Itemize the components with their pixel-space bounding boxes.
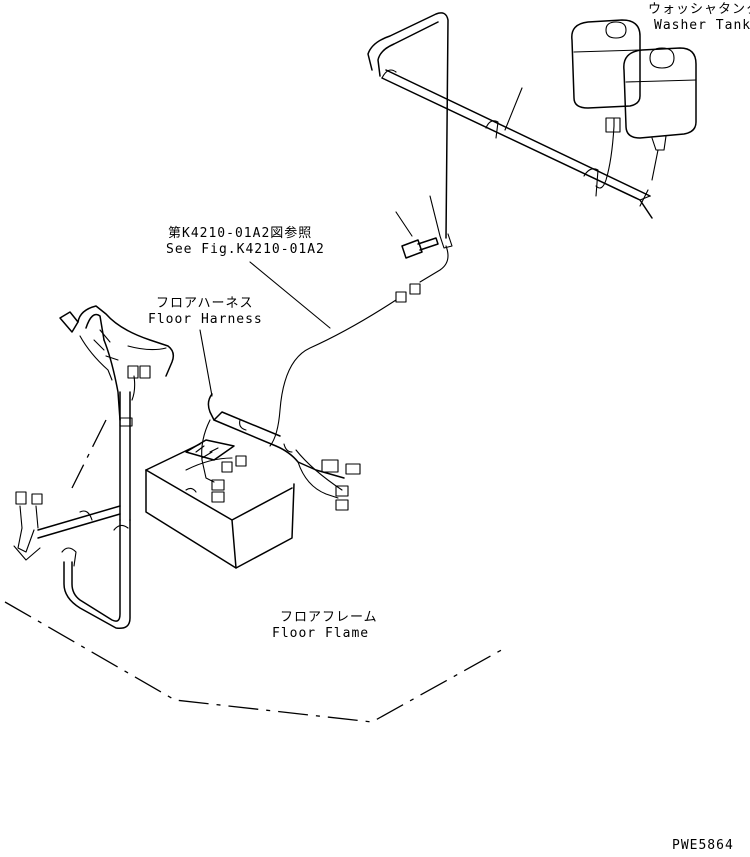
tank-lead-wire [595,117,615,189]
floor-harness-connectors [211,455,361,511]
drawing-code: PWE5864 [672,838,734,853]
reference-chain-line [71,419,107,489]
washer-tank-label-en: Washer Tank [654,18,750,33]
floor-harness-label-ja: フロアハーネス [156,296,254,311]
washer-tank-rear [571,19,641,109]
left-vertical-harness [61,375,136,630]
harness-clip [439,233,453,249]
main-harness-wire [269,299,397,447]
upper-harness-wire [419,245,449,283]
upper-connectors [395,283,421,303]
washer-tank-label-ja: ウォッシャタンク [648,2,750,17]
washer-hose [367,12,653,239]
mounting-bolt [401,237,439,259]
floor-frame-label-en: Floor Flame [272,626,370,641]
floor-box [145,443,295,569]
front-console [59,305,175,421]
see-fig-leader [249,261,331,329]
relay-block [185,439,235,461]
hose-leader [504,87,523,131]
floor-harness [185,393,345,499]
see-fig-label-en: See Fig.K4210-01A2 [166,242,325,257]
bolt-leader [395,211,413,237]
see-fig-label-ja: 第K4210-01A2図参照 [168,226,313,241]
left-branch-harness [37,505,121,539]
hose-clamps [381,69,599,197]
floor-harness-label-en: Floor Harness [148,312,263,327]
clip-leader [429,195,441,237]
tank-connector [605,117,621,133]
floor-frame-label-ja: フロアフレーム [280,610,378,625]
console-connectors [119,365,151,427]
floor-frame-outline [4,601,506,723]
floor-harness-leader [199,329,213,397]
left-connector-group [13,491,43,561]
washer-tank-front [623,47,697,207]
